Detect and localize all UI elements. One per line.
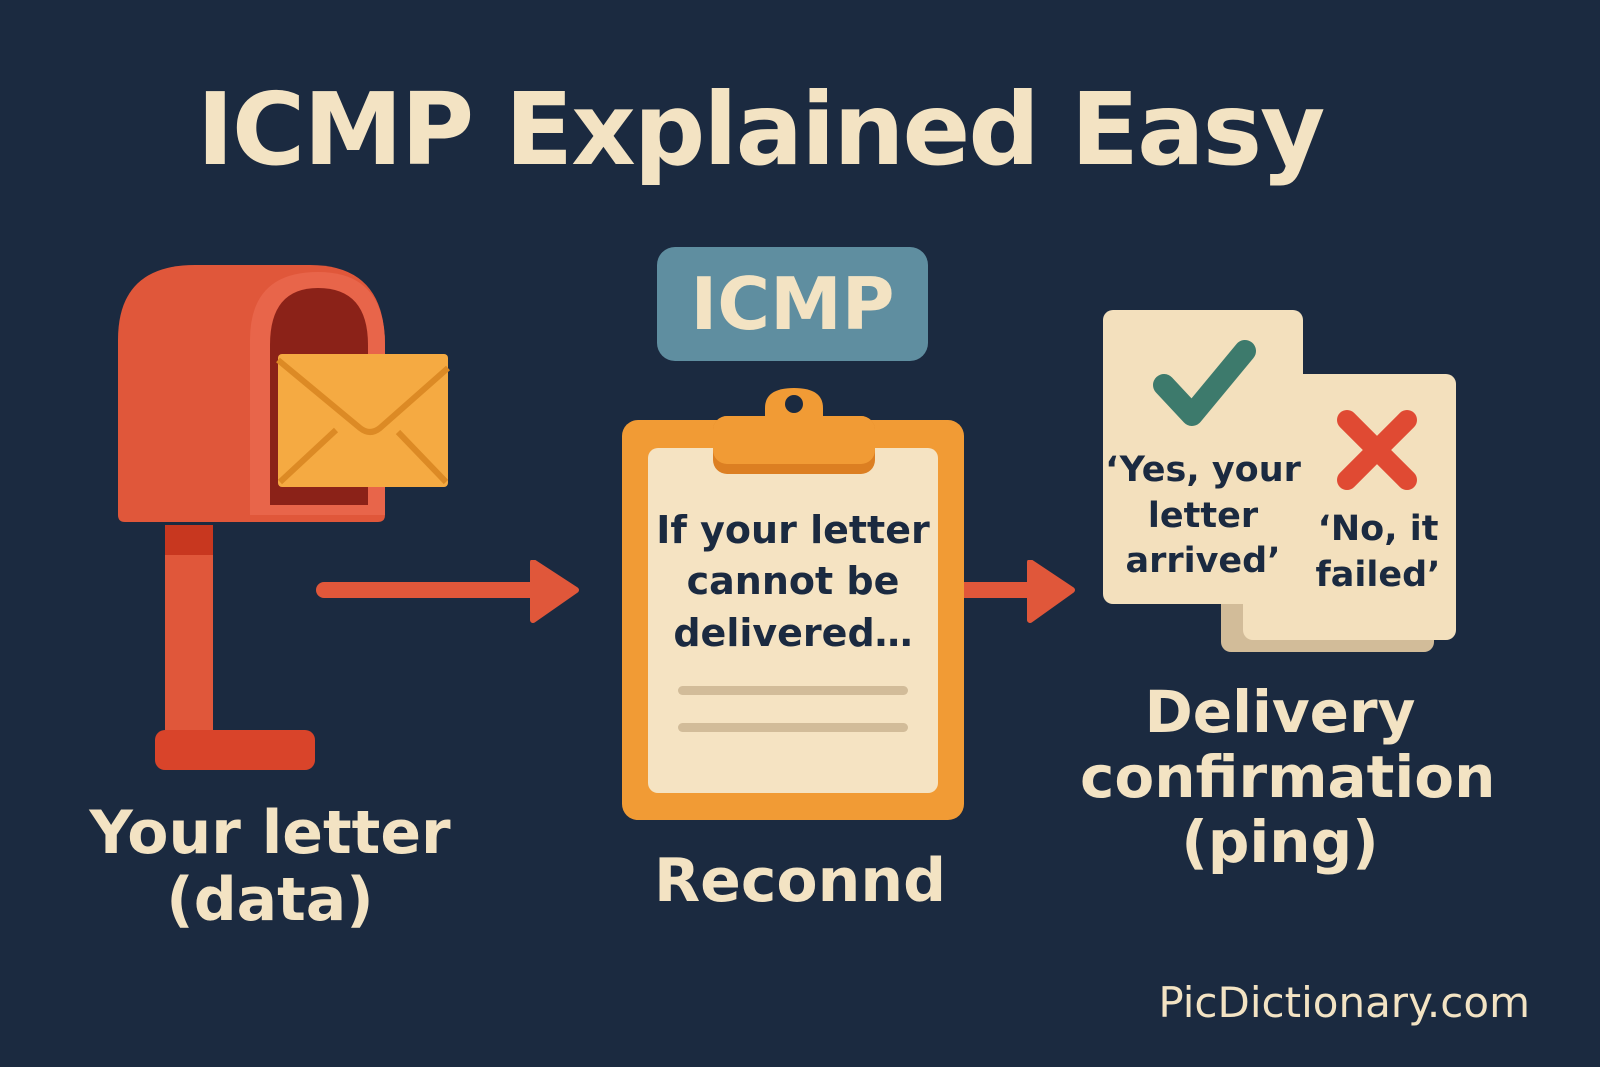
confirmation-caption: Delivery confirmation (ping) [1080, 678, 1496, 876]
arrow-right-icon [316, 560, 579, 623]
clipboard-text-line: If your letter [656, 508, 930, 552]
icmp-caption: Reconnd [653, 846, 947, 916]
clipboard-paper [648, 448, 938, 793]
failure-card-text: ‘No, it failed’ [1303, 507, 1453, 598]
icmp-badge: ICMP [657, 247, 928, 361]
caption-line: confirmation [1080, 742, 1496, 811]
caption-line: Your letter [89, 798, 451, 868]
clipboard-text: If your letter cannot be delivered… [648, 505, 938, 659]
card-text-line: ‘No, it [1317, 509, 1439, 549]
caption-line: (data) [166, 865, 374, 936]
card-text-line: arrived’ [1125, 541, 1281, 581]
envelope-icon [276, 354, 450, 487]
page-title: ICMP Explained Easy [196, 71, 1326, 188]
sender-caption: Your letter (data) [70, 798, 470, 936]
caption-line: Delivery [1144, 678, 1416, 746]
card-text-line: failed’ [1315, 554, 1441, 595]
success-card [1103, 310, 1303, 604]
clipboard-text-line: delivered… [673, 610, 913, 655]
checkmark-icon [1153, 340, 1256, 426]
arrow-right-icon [960, 560, 1075, 623]
clipboard-clip-icon [713, 388, 875, 474]
card-text-line: letter [1147, 495, 1259, 536]
clipboard-line [678, 686, 908, 695]
clipboard-line [678, 723, 908, 732]
cross-icon [1337, 410, 1417, 490]
caption-line: (ping) [1181, 807, 1379, 876]
brand-watermark: PicDictionary.com [1158, 978, 1530, 1027]
success-card-text: ‘Yes, your letter arrived’ [1103, 448, 1303, 585]
clipboard-text-line: cannot be [686, 559, 900, 604]
mailbox-icon [118, 265, 450, 770]
card-text-line: ‘Yes, your [1105, 450, 1301, 490]
